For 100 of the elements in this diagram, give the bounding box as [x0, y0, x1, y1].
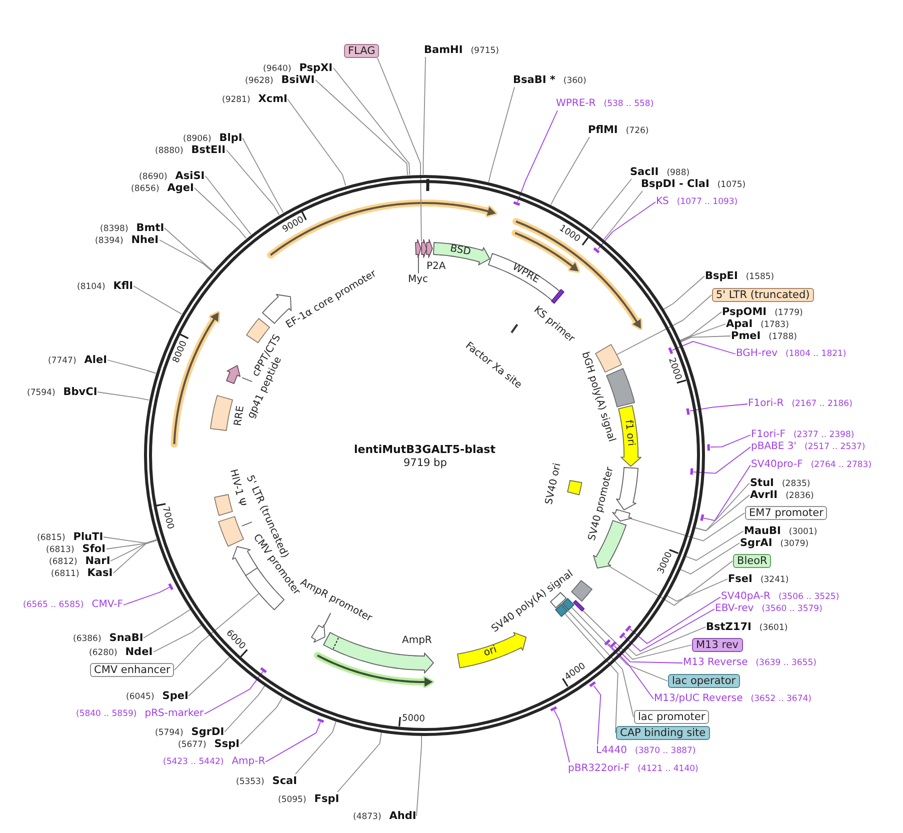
directional-feature — [611, 508, 634, 522]
primer-binding-mark — [625, 624, 632, 632]
leader-line — [623, 608, 715, 652]
primer-label: F1ori-F (2377 .. 2398) — [751, 429, 854, 441]
restriction-site-label: AvrII (2836) — [750, 488, 814, 502]
plasmid-size: 9719 bp — [404, 457, 447, 469]
feature-block — [572, 599, 586, 613]
leader-line — [295, 720, 336, 774]
restriction-site-label: PmeI (1788) — [731, 330, 797, 342]
leader-line — [113, 540, 158, 574]
leader-line — [666, 578, 728, 602]
coordinate-label: 2000 — [666, 356, 683, 382]
leader-line — [103, 536, 158, 544]
feature-tag: CMV enhancer — [90, 663, 174, 677]
restriction-site-label: (5794) SgrDI — [155, 726, 224, 738]
leader-line — [564, 614, 618, 734]
leader-line — [377, 58, 422, 242]
primer-label: pBR322ori-F (4121 .. 4140) — [568, 763, 698, 775]
leader-line — [242, 138, 284, 213]
restriction-site-label: (8394) NheI — [95, 234, 159, 246]
primer-label: BGH-rev (1804 .. 1821) — [736, 348, 846, 360]
primer-label: (5840 .. 5859) pRS-marker — [76, 708, 204, 720]
plasmid-name: lentiMutB3GALT5-blast — [354, 444, 496, 456]
feature-block — [561, 596, 576, 612]
leader-line — [517, 110, 558, 203]
leader-line — [550, 136, 590, 206]
leader-line — [153, 624, 202, 652]
primer-binding-mark — [260, 666, 268, 674]
restriction-site-label: (8880) BstEII — [155, 144, 226, 156]
leader-line — [703, 464, 751, 522]
leader-line — [143, 609, 190, 638]
feature-label: SV40 promoter — [586, 466, 617, 542]
restriction-site-label: (6815) PluTI — [37, 530, 104, 544]
primer-label: F1ori-R (2167 .. 2186) — [748, 398, 852, 410]
restriction-site-label: (7747) AleI — [48, 354, 108, 366]
restriction-site-label: (5095) FspI — [278, 792, 340, 806]
feature-label: BSD — [450, 243, 472, 259]
leader-line — [159, 240, 212, 272]
restriction-site-label: (8656) AgeI — [131, 182, 194, 194]
restriction-site-label: SgrAI (3079) — [740, 536, 809, 550]
leader-line — [663, 276, 705, 310]
leader-line — [488, 86, 515, 182]
leader-line — [164, 228, 213, 272]
primer-label: M13 Reverse (3639 .. 3655) — [683, 657, 816, 669]
primer-label: pBABE 3' (2517 .. 2537) — [751, 441, 866, 453]
restriction-site-label: (6280) NdeI — [89, 646, 153, 658]
restriction-site-label: (6813) SfoI — [46, 542, 106, 556]
feature-tag: M13 rev — [692, 638, 743, 652]
leader-line — [628, 512, 745, 542]
restriction-site-label: BspEI (1585) — [705, 270, 774, 282]
primer-label: SV40pro-F (2764 .. 2783) — [751, 459, 872, 471]
leader-line — [133, 286, 182, 314]
primer-binding-mark — [593, 247, 600, 254]
primer-binding-mark — [668, 347, 674, 354]
restriction-site-label: (7594) BbvCI — [27, 386, 98, 398]
restriction-site-label: ApaI (1783) — [726, 318, 789, 330]
leader-line — [608, 644, 654, 700]
primer-binding-mark — [686, 408, 690, 415]
primer-binding-mark — [610, 641, 617, 648]
leader-line — [315, 80, 408, 176]
leader-line — [174, 593, 260, 670]
leader-line — [680, 312, 722, 341]
restriction-site-label: (9281) XcmI — [222, 92, 288, 106]
restriction-site-label: SacII (988) — [630, 166, 690, 178]
restriction-site-label: (6045) SpeI — [126, 690, 188, 702]
feature-label: Myc — [408, 274, 428, 286]
primer-label: L4440 (3870 .. 3887) — [596, 745, 696, 757]
feature-label: AmpR — [402, 634, 432, 647]
feature-block — [594, 343, 623, 374]
restriction-site-label: (6386) SnaBI — [73, 632, 144, 644]
leader-line — [603, 190, 643, 240]
coordinate-label: 5000 — [402, 714, 426, 725]
leader-line — [106, 540, 158, 550]
leader-line — [107, 360, 156, 374]
leader-line — [685, 530, 744, 561]
leader-line — [123, 586, 170, 606]
coordinate-label: 8000 — [171, 339, 190, 364]
restriction-site-label: (8906) BlpI — [183, 132, 242, 144]
primer-label: WPRE-R (538 .. 558) — [556, 98, 654, 110]
leader-line — [694, 494, 750, 532]
leader-line — [694, 482, 750, 532]
primer-label: SV40pA-R (3506 .. 3525) — [721, 591, 840, 603]
primer-label: (5423 .. 5442) Amp-R — [163, 756, 266, 768]
feature-tag: lac operator — [668, 674, 740, 688]
feature-label: ori — [482, 644, 500, 660]
leader-line — [582, 610, 692, 660]
coordinate-label: 3000 — [656, 550, 675, 576]
primer-binding-mark — [604, 639, 611, 646]
leader-line — [204, 670, 264, 714]
feature-label: HIV-1 Ψ — [226, 468, 248, 508]
leader-line — [240, 696, 283, 744]
feature-tag: EM7 promoter — [745, 506, 828, 520]
leader-line — [226, 150, 280, 216]
restriction-site-label: BsaBI * (360) — [513, 74, 586, 86]
leader-line — [194, 188, 246, 239]
leader-line — [110, 540, 158, 562]
restriction-site-label: (6812) NarI — [49, 554, 110, 568]
leader-line — [416, 735, 422, 816]
leader-line — [572, 607, 668, 682]
leader-line — [680, 336, 731, 342]
